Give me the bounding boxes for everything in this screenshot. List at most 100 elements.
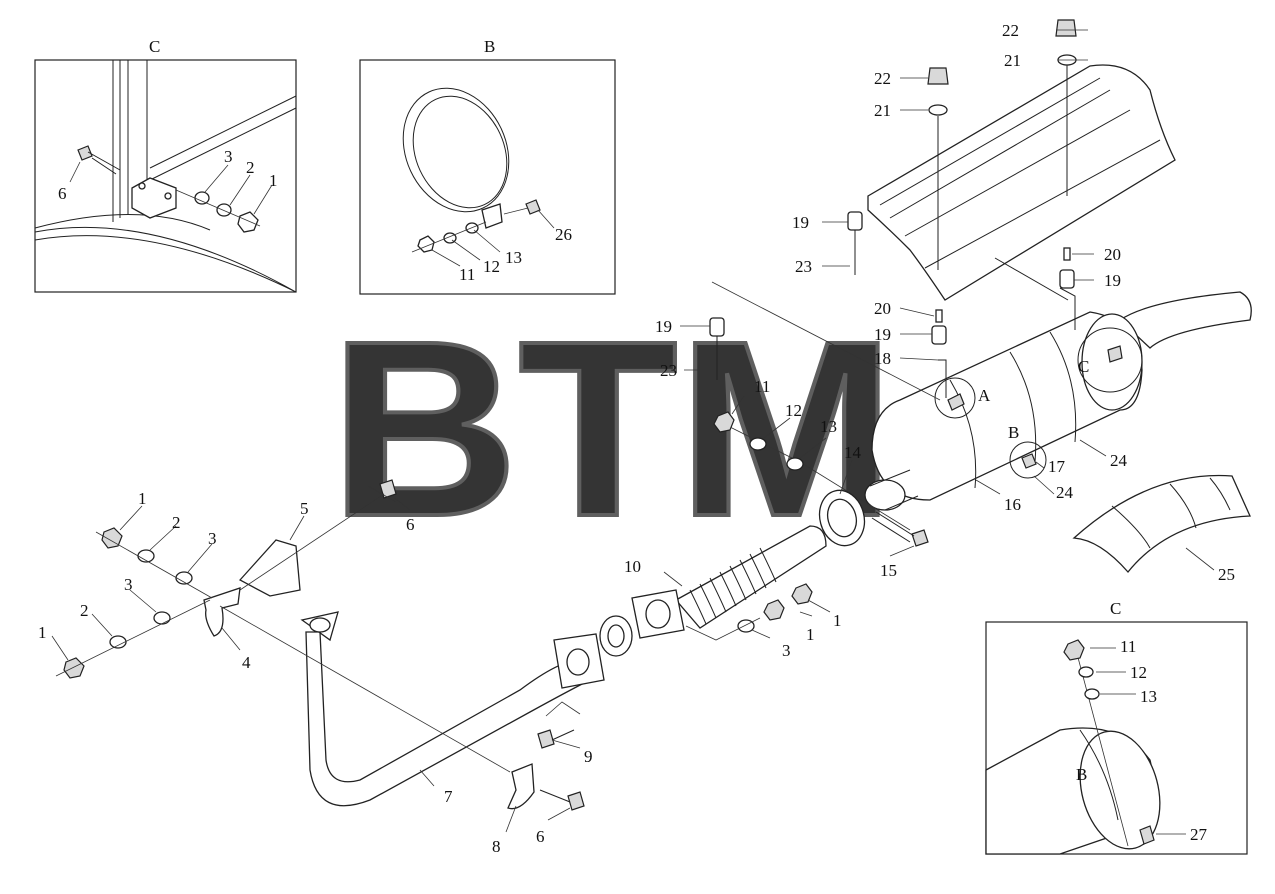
label: 3 [124, 575, 133, 594]
inset-c-title: C [149, 37, 160, 56]
label: 11 [459, 265, 475, 284]
label: 22 [1002, 21, 1019, 40]
label: 23 [795, 257, 812, 276]
castle-nut-icon [927, 67, 949, 85]
label: 23 [660, 361, 677, 380]
label: 2 [172, 513, 181, 532]
callout-a: A [978, 386, 991, 405]
frame-rail [867, 64, 1176, 301]
bolt-icon [911, 529, 929, 547]
callout-b: B [1008, 423, 1019, 442]
label: 2 [80, 601, 89, 620]
nut-icon [791, 583, 813, 605]
label: 19 [874, 325, 891, 344]
washer-icon [928, 104, 948, 116]
front-pipe [305, 631, 591, 807]
label: 24 [1110, 451, 1128, 470]
btm-watermark: BTM ® [328, 287, 969, 570]
nut-icon [1063, 639, 1085, 661]
label: 1 [38, 623, 47, 642]
washer-icon [175, 571, 193, 585]
label: 7 [444, 787, 453, 806]
nut-icon [237, 211, 259, 233]
rubber-cushion-icon [709, 317, 725, 337]
spring-washer-icon [216, 203, 232, 217]
label: 1 [833, 611, 842, 630]
muffler-assembly: A B C [864, 287, 1252, 511]
label: 19 [792, 213, 809, 232]
label: 27 [1190, 825, 1208, 844]
bracket-icon [238, 539, 301, 597]
label: 3 [224, 147, 233, 166]
label: 1 [269, 171, 278, 190]
nut-icon [713, 411, 735, 433]
bolt-icon [1139, 825, 1155, 845]
label: 20 [874, 299, 891, 318]
label: 8 [492, 837, 501, 856]
callout-c: C [1078, 357, 1089, 376]
washer-icon [1084, 688, 1100, 700]
upper-hardware: 22 21 22 21 19 23 20 19 20 19 18 19 23 [655, 19, 1121, 380]
label: 10 [624, 557, 641, 576]
label: 12 [483, 257, 500, 276]
label: 15 [880, 561, 897, 580]
label: 12 [1130, 663, 1147, 682]
label: 13 [505, 248, 522, 267]
inset-b-top: B 26 11 12 13 [359, 37, 616, 295]
label: 1 [806, 625, 815, 644]
label: 3 [782, 641, 791, 660]
label: 2 [246, 158, 255, 177]
washer-icon [194, 191, 210, 205]
nut-icon [101, 527, 123, 549]
spacer-icon [935, 309, 943, 323]
washer-icon [153, 611, 171, 625]
bolt-icon [567, 791, 585, 811]
inset-c-topleft: C 6 3 2 1 [34, 37, 297, 293]
spring-washer-icon [749, 437, 767, 451]
label: 6 [536, 827, 545, 846]
label: 26 [555, 225, 572, 244]
label: 5 [300, 499, 309, 518]
clamp-icon [507, 763, 535, 810]
bolt-icon [525, 199, 541, 215]
label: 1 [138, 489, 147, 508]
nut-icon [763, 599, 785, 621]
label: 9 [584, 747, 593, 766]
label: 24 [1056, 483, 1074, 502]
bolt-icon [379, 479, 397, 499]
inset-c-bottomright: C B 11 12 13 27 [985, 599, 1248, 855]
front-pipe-section: 1 2 3 3 2 1 5 4 6 9 7 8 6 [38, 479, 605, 856]
label: 11 [1120, 637, 1136, 656]
label: 14 [844, 443, 862, 462]
rubber-cushion-icon [847, 211, 863, 231]
label: 20 [1104, 245, 1121, 264]
inset-c-frame [34, 59, 297, 293]
flex-pipe-section: 11 12 13 14 15 16 17 24 24 25 10 3 1 1 [599, 281, 1235, 660]
label: 13 [1140, 687, 1157, 706]
label: 13 [820, 417, 837, 436]
inset-c2-title: C [1110, 599, 1121, 618]
spacer-icon [1063, 247, 1071, 261]
label: 22 [874, 69, 891, 88]
tail-pipe [1118, 291, 1252, 349]
spring-washer-icon [109, 635, 127, 649]
label: 3 [208, 529, 217, 548]
label: 21 [1004, 51, 1021, 70]
rubber-cushion-icon [1059, 269, 1075, 289]
label: 12 [785, 401, 802, 420]
label: 19 [1104, 271, 1121, 290]
inset-b-title: B [484, 37, 495, 56]
label: 18 [874, 349, 891, 368]
inset-c2-inner-label: B [1076, 765, 1087, 784]
label: 4 [242, 653, 251, 672]
castle-nut-icon [1055, 19, 1077, 37]
inset-b-frame [359, 59, 616, 295]
spring-washer-icon [1078, 666, 1094, 678]
label: 6 [58, 184, 67, 203]
label: 25 [1218, 565, 1235, 584]
rubber-cushion-icon [931, 325, 947, 345]
clamp-icon [203, 587, 241, 637]
watermark-text: BTM [330, 289, 895, 568]
